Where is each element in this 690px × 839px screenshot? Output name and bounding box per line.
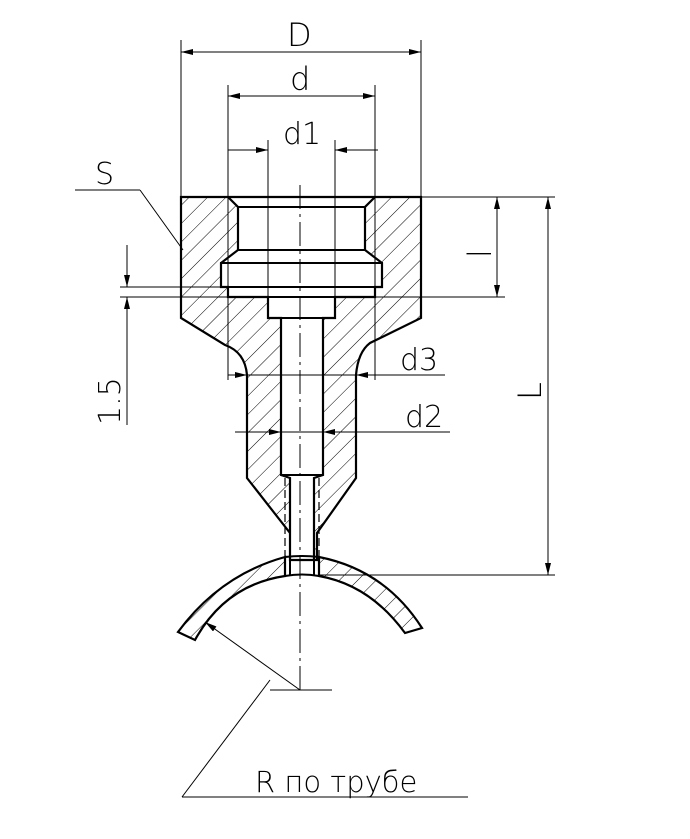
- label-d2: d2: [405, 400, 443, 435]
- label-radius-note: R по трубе: [255, 765, 417, 799]
- label-L: L: [511, 382, 549, 400]
- label-D: D: [287, 16, 312, 54]
- label-d: d: [290, 60, 310, 98]
- pipe-wall-section: [176, 555, 287, 642]
- fitting-body-section: [179, 195, 423, 562]
- label-d1: d1: [283, 117, 321, 152]
- hidden-lines: [284, 478, 320, 576]
- pipe-inner-arc: [284, 573, 320, 577]
- label-1-5: 1.5: [93, 377, 128, 425]
- label-l: l: [461, 249, 499, 258]
- pipe-outer-arc: [284, 555, 320, 558]
- label-d3: d3: [400, 343, 438, 378]
- dimension-lines: [75, 40, 555, 798]
- label-S: S: [95, 157, 114, 192]
- bore-contours: [220, 206, 383, 576]
- pipe-wall-section-right: [317, 555, 424, 635]
